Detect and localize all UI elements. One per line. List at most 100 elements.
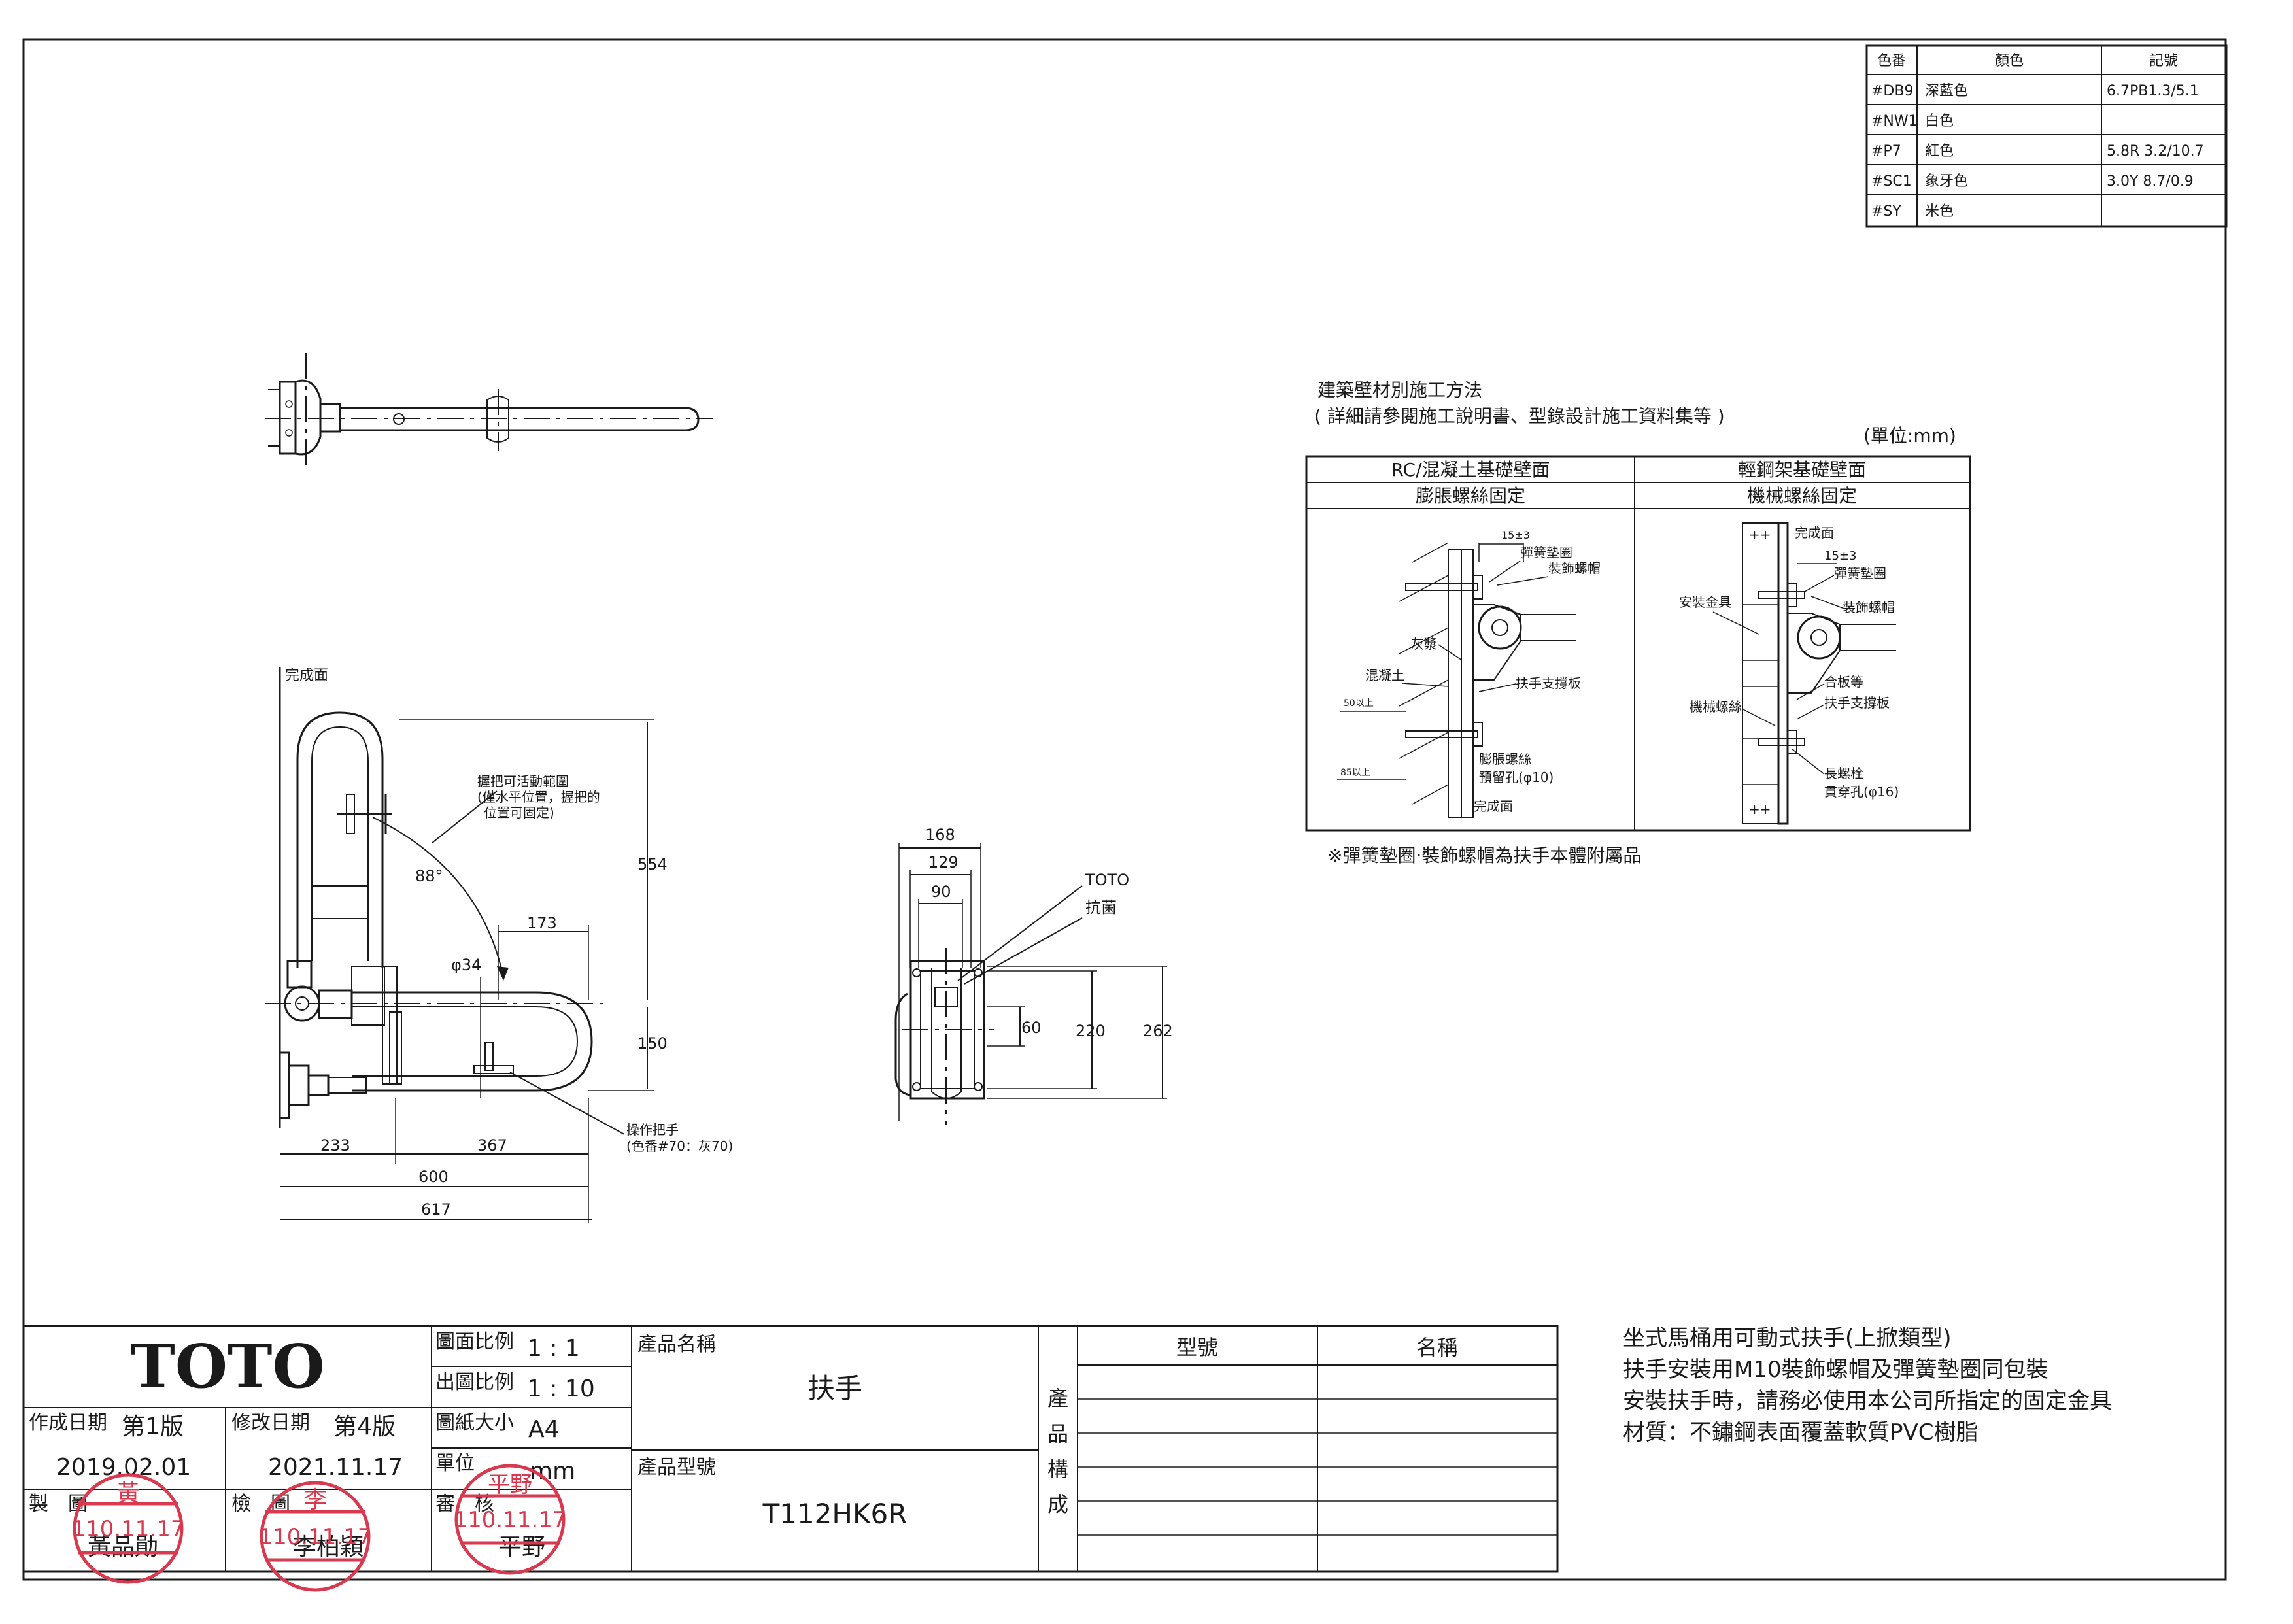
color-table-header: 色番: [1877, 53, 1906, 69]
svg-text:++: ++: [1749, 527, 1771, 543]
steel-long-bolt: 長螺栓: [1824, 766, 1863, 781]
model-header: 型號: [1176, 1335, 1218, 1360]
rc-expansion-bolt: 膨脹螺絲: [1479, 751, 1531, 767]
rc-finish-face: 完成面: [1474, 798, 1513, 814]
name-header: 名稱: [1416, 1335, 1458, 1360]
color-mark: 6.7PB1.3/5.1: [2107, 83, 2199, 99]
paper-size-label: 圖紙大小: [435, 1412, 514, 1434]
approved-by: 平野: [498, 1534, 545, 1561]
color-code: #SY: [1871, 203, 1901, 220]
rc-spring-washer: 彈簧墊圈: [1520, 545, 1572, 560]
product-note: 材質：不鏽鋼表面覆蓋軟質PVC樹脂: [1623, 1419, 1979, 1446]
construction-title: 建築壁材別施工方法: [1317, 379, 1482, 401]
product-name: 扶手: [807, 1372, 862, 1404]
product-note: 坐式馬桶用可動式扶手(上掀類型): [1623, 1325, 1952, 1351]
svg-text:++: ++: [1749, 802, 1771, 817]
product-name-label: 產品名稱: [637, 1333, 716, 1356]
unit-label: 單位: [435, 1452, 475, 1475]
stamp-checked: 李 110.11.17: [258, 1481, 372, 1592]
rev-date-label: 修改日期: [231, 1412, 310, 1434]
made-date-label: 作成日期: [29, 1412, 107, 1434]
sheet-border: [22, 38, 2227, 1581]
stamp-char: 黃: [116, 1480, 140, 1507]
print-scale-label: 出圖比例: [435, 1371, 514, 1394]
rev-date: 2021.11.17: [268, 1454, 403, 1481]
range-note: (僅水平位置，握把的: [477, 789, 600, 805]
steel-spring-washer: 彈簧墊圈: [1834, 566, 1886, 581]
front-view: 168 129 90 TOTO 抗菌 60 220 262: [894, 826, 1173, 1125]
color-code: #SC1: [1871, 173, 1912, 190]
color-name: 象牙色: [1925, 173, 1968, 190]
product-note: 安裝扶手時，請務必使用本公司所指定的固定金具: [1623, 1388, 2112, 1414]
dim-90: 90: [931, 883, 951, 901]
dim-173: 173: [527, 914, 557, 932]
rc-deco-nut: 裝飾螺帽: [1548, 560, 1601, 576]
range-note: 位置可固定): [484, 805, 554, 820]
dim-233: 233: [320, 1136, 350, 1155]
toto-logo: TOTO: [130, 1331, 324, 1402]
stamp-char: 李: [303, 1487, 327, 1514]
dim-220: 220: [1076, 1022, 1106, 1040]
color-mark: 5.8R 3.2/10.7: [2107, 143, 2204, 160]
rc-dim-15: 15±3: [1501, 529, 1530, 541]
dim-129: 129: [928, 853, 959, 871]
steel-mount-bracket: 安裝金具: [1679, 594, 1731, 610]
color-table-header: 記號: [2149, 53, 2178, 69]
color-code: #NW1: [1871, 113, 1918, 129]
stamp-date: 110.11.17: [453, 1507, 566, 1533]
stamp-date: 110.11.17: [71, 1516, 184, 1542]
color-mark: 3.0Y 8.7/0.9: [2107, 173, 2194, 190]
rc-mortar: 灰漿: [1411, 636, 1437, 652]
print-scale-value: 1 : 10: [527, 1376, 595, 1402]
scale-label: 圖面比例: [435, 1330, 514, 1353]
composition-label: 產: [1047, 1386, 1068, 1411]
product-notes: 坐式馬桶用可動式扶手(上掀類型) 扶手安裝用M10裝飾螺帽及彈簧墊圈同包裝 安裝…: [1623, 1325, 2112, 1446]
top-view: [265, 353, 713, 471]
construction-panel: 建築壁材別施工方法 ( 詳細請參閱施工說明書、型錄設計施工資料集等 ) (單位:…: [1305, 379, 1971, 866]
color-table: 色番 顏色 記號 #DB9 深藍色 6.7PB1.3/5.1 #NW1 白色 #…: [1865, 44, 2228, 228]
steel-wall-sub: 機械螺絲固定: [1747, 485, 1857, 507]
angle-label: 88°: [415, 867, 443, 885]
rc-wall-title: RC/混凝土基礎壁面: [1391, 459, 1550, 481]
checked-by: 李柏穎: [293, 1534, 364, 1561]
title-block: TOTO 作成日期 第1版 2019.02.01 修改日期 第4版 2021.1…: [22, 1325, 1559, 1592]
dim-617: 617: [421, 1200, 451, 1219]
stamp-date: 110.11.17: [258, 1524, 371, 1550]
composition-label: 成: [1047, 1492, 1068, 1517]
rc-dim-50: 50以上: [1344, 698, 1374, 709]
dim-150: 150: [637, 1034, 668, 1053]
unit-value: mm: [530, 1458, 575, 1485]
side-view: 完成面 88° 握把可活動範圍 (僅水平位置，握把的 位置可固定) 554: [265, 667, 733, 1223]
dim-262: 262: [1143, 1022, 1173, 1040]
construction-subtitle: ( 詳細請參閱施工說明書、型錄設計施工資料集等 ): [1314, 405, 1725, 427]
color-table-header: 顏色: [1995, 53, 2024, 69]
product-no-label: 產品型號: [637, 1456, 716, 1479]
color-name: 白色: [1925, 113, 1954, 129]
stamp-approved: 平野 110.11.17: [453, 1464, 567, 1575]
rc-support-plate: 扶手支撐板: [1516, 675, 1581, 691]
rev-version: 第4版: [333, 1413, 396, 1440]
steel-wall-title: 輕鋼架基礎壁面: [1738, 459, 1866, 481]
color-code: #DB9: [1871, 83, 1913, 99]
drawn-by: 黃品勛: [88, 1534, 158, 1561]
rc-wall-sub: 膨脹螺絲固定: [1416, 485, 1525, 507]
composition-label: 品: [1047, 1421, 1068, 1446]
steel-through-hole: 貫穿孔(φ16): [1824, 784, 1899, 800]
dim-554: 554: [637, 855, 668, 873]
construction-note: ※彈簧墊圈‧裝飾螺帽為扶手本體附屬品: [1327, 845, 1641, 866]
range-note: 握把可活動範圍: [477, 773, 569, 789]
dim-600: 600: [418, 1168, 449, 1186]
color-code: #P7: [1871, 143, 1901, 160]
paper-size-value: A4: [528, 1416, 560, 1443]
scale-value: 1 : 1: [527, 1335, 580, 1362]
color-name: 紅色: [1925, 143, 1954, 160]
steel-support-plate: 扶手支撐板: [1824, 695, 1890, 711]
rc-detail: 15±3 彈簧墊圈 裝飾螺帽 灰漿 混凝土 扶手支撐板 50以上 85以上 膨脹…: [1337, 529, 1601, 818]
product-note: 扶手安裝用M10裝飾螺帽及彈簧墊圈同包裝: [1623, 1357, 2048, 1383]
stamp-drawn: 黃 110.11.17: [71, 1473, 185, 1584]
composition-label: 構: [1047, 1457, 1068, 1481]
product-no: T112HK6R: [762, 1498, 908, 1530]
dim-60: 60: [1021, 1019, 1042, 1037]
